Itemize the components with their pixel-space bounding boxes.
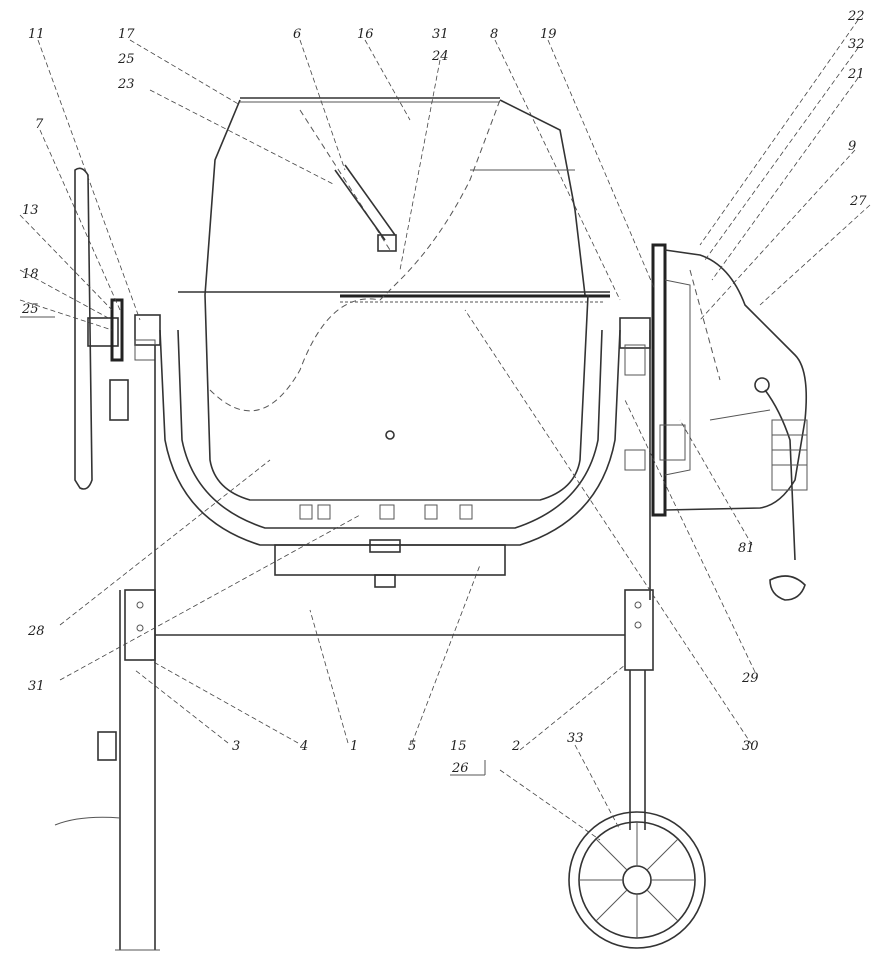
cradle-inner bbox=[177, 329, 603, 529]
power-plug bbox=[769, 575, 806, 601]
callout-30: 30 bbox=[742, 739, 759, 754]
callout-13: 13 bbox=[22, 203, 39, 218]
motor-switch-box bbox=[659, 424, 686, 461]
paddle-arm bbox=[334, 169, 386, 241]
left-trunnion bbox=[134, 314, 161, 346]
callout-7: 7 bbox=[35, 117, 44, 132]
handwheel-rim bbox=[74, 167, 93, 490]
wheel bbox=[568, 811, 706, 949]
drum-center-bolt bbox=[385, 430, 395, 440]
right-leg-clamp bbox=[624, 589, 654, 671]
drum-right-cone bbox=[499, 99, 586, 296]
frame bbox=[54, 330, 654, 951]
callout-11: 11 bbox=[28, 27, 45, 42]
drum-left-cone bbox=[204, 99, 241, 296]
motor-hidden bbox=[689, 269, 721, 381]
cable-coil bbox=[771, 419, 808, 491]
callout-31-lower: 31 bbox=[28, 679, 45, 694]
callout-31: 31 bbox=[432, 27, 449, 42]
callout-25-left: 25 bbox=[21, 302, 39, 317]
paddle-arm-2 bbox=[344, 164, 396, 236]
drum-gear-housing bbox=[274, 544, 506, 576]
callout-33: 33 bbox=[567, 731, 584, 746]
cable-gland bbox=[754, 377, 770, 393]
handwheel-gear bbox=[110, 298, 124, 362]
wheel-spokes bbox=[579, 822, 695, 938]
callout-15: 15 bbox=[450, 739, 467, 754]
callout-8: 8 bbox=[490, 27, 498, 42]
callout-19: 19 bbox=[540, 27, 557, 42]
callout-3: 3 bbox=[232, 739, 240, 754]
lock-handle bbox=[109, 379, 129, 421]
callout-2: 2 bbox=[511, 739, 520, 754]
handwheel-hub bbox=[87, 317, 119, 347]
cradle-outer bbox=[159, 329, 621, 546]
callout-81: 81 bbox=[738, 541, 755, 556]
callout-25: 25 bbox=[117, 52, 135, 67]
callout-23: 23 bbox=[117, 77, 135, 92]
wheel-hub bbox=[622, 865, 652, 895]
callout-32: 32 bbox=[848, 37, 865, 52]
callout-18: 18 bbox=[22, 267, 39, 282]
callout-22: 22 bbox=[847, 9, 865, 24]
callout-27: 27 bbox=[849, 194, 867, 209]
callout-16: 16 bbox=[357, 27, 374, 42]
wheel-tire bbox=[568, 811, 706, 949]
drum-lower-body bbox=[204, 294, 589, 501]
right-trunnion bbox=[619, 317, 651, 349]
right-bracket bbox=[624, 449, 646, 471]
callout-4: 4 bbox=[299, 739, 308, 754]
left-leg-stopper bbox=[97, 731, 117, 761]
cradle bbox=[134, 314, 651, 546]
drum-bottom-bolts bbox=[299, 504, 473, 520]
callout-labels: 11 17 25 23 6 16 31 24 8 19 22 32 21 7 9… bbox=[21, 9, 867, 776]
motor-unit bbox=[651, 243, 808, 601]
callout-17: 17 bbox=[118, 27, 135, 42]
right-trunnion-lower bbox=[624, 344, 646, 376]
callout-9: 9 bbox=[848, 139, 856, 154]
callout-28: 28 bbox=[27, 624, 45, 639]
motor-mount-plate bbox=[651, 243, 667, 517]
callout-1: 1 bbox=[350, 739, 358, 754]
left-leg-clamp bbox=[124, 589, 156, 661]
callout-21: 21 bbox=[847, 67, 865, 82]
power-cable bbox=[764, 389, 796, 561]
belt-guard bbox=[664, 279, 691, 476]
motor-cover bbox=[664, 249, 808, 511]
callout-6: 6 bbox=[293, 27, 301, 42]
paddle-bolt bbox=[377, 234, 397, 252]
handwheel bbox=[74, 167, 129, 490]
callout-29: 29 bbox=[741, 671, 759, 686]
blade-hidden-line bbox=[209, 99, 501, 412]
drum-gear-hub bbox=[369, 539, 401, 553]
callout-5: 5 bbox=[408, 739, 416, 754]
ground-curve bbox=[54, 816, 121, 826]
left-trunnion-lower bbox=[134, 339, 156, 361]
callout-26: 26 bbox=[451, 761, 469, 776]
motor-line bbox=[709, 409, 771, 421]
leader-lines bbox=[19, 19, 871, 841]
callout-24: 24 bbox=[431, 49, 449, 64]
drum-gear-pinion bbox=[374, 574, 396, 588]
blade-hidden-line-2 bbox=[299, 109, 391, 251]
drum bbox=[178, 97, 610, 588]
